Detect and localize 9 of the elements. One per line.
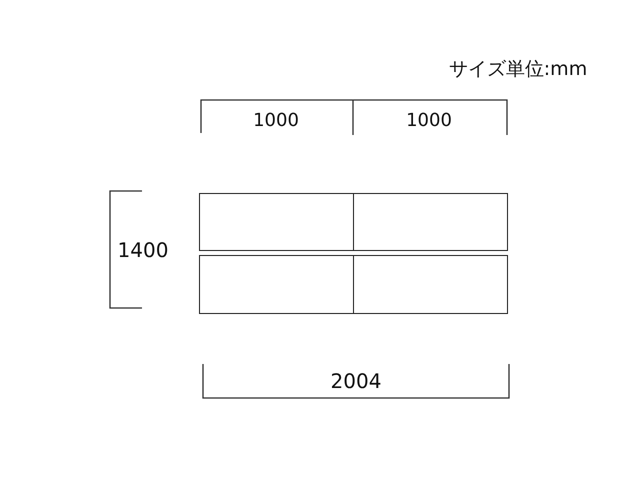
unit-note: サイズ単位:mm — [448, 60, 588, 78]
panel-box — [199, 255, 354, 314]
dimension-label: 1400 — [118, 240, 168, 260]
panel-box — [353, 255, 508, 314]
dimension-label: 1000 — [406, 112, 452, 130]
dimension-label: 2004 — [330, 371, 382, 391]
panel-box — [353, 193, 508, 251]
dimension-label: 1000 — [253, 112, 299, 130]
panel-box — [199, 193, 354, 251]
